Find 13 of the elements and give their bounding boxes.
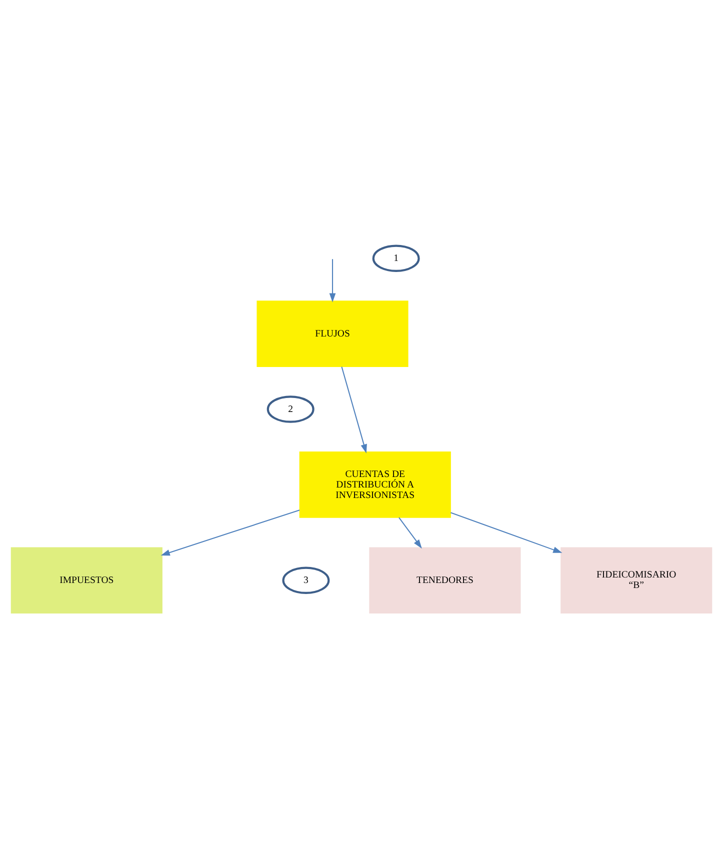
arrow <box>450 512 562 552</box>
node-box: IMPUESTOS <box>10 546 162 614</box>
arrow <box>341 366 367 453</box>
node-box: CUENTAS DE DISTRIBUCIÓN A INVERSIONISTAS <box>299 451 451 518</box>
node-box: FLUJOS <box>256 300 408 366</box>
node-ellipse: 3 <box>282 566 330 594</box>
arrow <box>160 509 300 556</box>
node-ellipse: 2 <box>266 395 314 422</box>
arrow <box>398 516 422 548</box>
node-box: FIDEICOMISARIO “B” <box>560 546 712 614</box>
node-ellipse: 1 <box>372 244 420 272</box>
node-box: TENEDORES <box>369 546 521 614</box>
arrow <box>329 258 336 302</box>
